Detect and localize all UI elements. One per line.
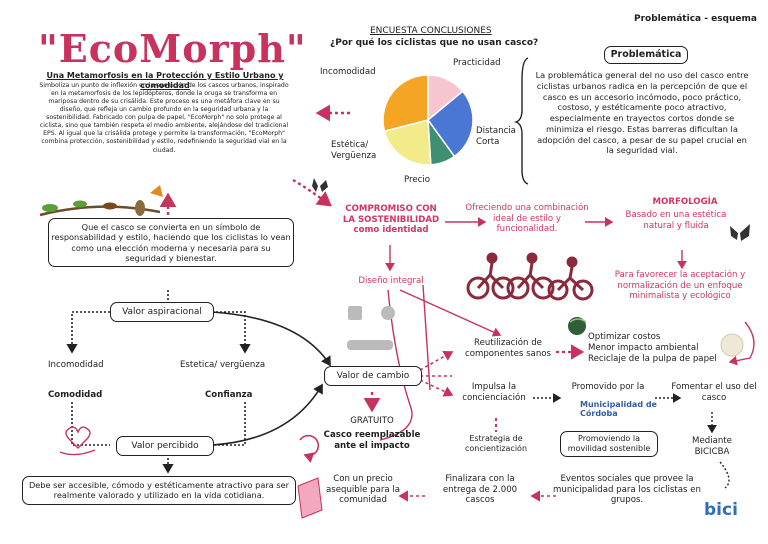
node-estetica: Estetica/ vergüenza <box>180 360 266 370</box>
butterfly-icon <box>312 178 328 192</box>
survey-title: ENCUESTA CONCLUSIONES <box>370 26 492 36</box>
cyclists-illustration <box>466 252 594 301</box>
problem-title: Problemática <box>604 46 688 64</box>
eventos-sociales: Eventos sociales que provee la municipal… <box>553 474 701 506</box>
problem-text: La problemática general del no uso del c… <box>535 70 749 156</box>
precio-asequible: Con un precio asequible para la comunida… <box>325 474 401 506</box>
symbol-box: Que el casco se convierta en un símbolo … <box>48 218 294 267</box>
brand-description: Simboliza un punto de inflexión en la ev… <box>39 82 289 154</box>
exchange-icon <box>347 306 395 350</box>
reutilizacion: Reutilización de componentes sanos <box>464 338 552 359</box>
heart-hand-icon <box>59 426 96 456</box>
ofreciendo-text: Ofreciendo una combinación ideal de esti… <box>465 203 589 235</box>
fomentar-uso: Fomentar el uso del casco <box>671 382 757 403</box>
morfologia-title: MORFOLOGÍA <box>652 197 718 207</box>
valor-cambio: Valor de cambio <box>324 366 422 386</box>
label-precio: Precio <box>404 175 431 185</box>
label-distancia: Distancia Corta <box>476 126 516 147</box>
valor-aspiracional: Valor aspiracional <box>110 302 214 322</box>
caterpillar-branch-icon <box>39 185 163 217</box>
valor-percibido: Valor percibido <box>116 436 214 456</box>
node-confianza: Confianza <box>205 390 253 400</box>
survey-question: ¿Por qué los ciclistas que no usan casco… <box>330 38 539 48</box>
price-tag-icon <box>297 477 323 519</box>
pie-slice-distancia-corta <box>426 90 474 158</box>
header-title: Problemática - esquema <box>634 14 757 24</box>
municipalidad-logo: Municipalidad de Córdoba <box>580 400 657 419</box>
eco-globe-icon <box>568 317 587 335</box>
diseno-integral: Diseño integral <box>358 276 424 286</box>
gratuito-label: GRATUITO <box>350 416 394 426</box>
promovido-por: Promovido por la <box>571 382 645 392</box>
mediante-bicicba: Mediante BICICBA <box>692 436 732 457</box>
optimizar-costos: Optimizar costos Menor impacto ambiental… <box>588 332 717 365</box>
impulsa-concienciacion: Impulsa la concienciación <box>462 382 526 403</box>
compromiso-sostenibilidad: COMPROMISO CON LA SOSTENIBILIDAD como id… <box>342 204 440 236</box>
pulp-icon <box>720 333 744 357</box>
brand-subtitle: Una Metamorfosis en la Protección y Esti… <box>46 71 284 90</box>
label-practicidad: Practicidad <box>453 58 501 68</box>
survey-pie-chart <box>382 74 474 166</box>
node-incomodidad: Incomodidad <box>48 360 104 370</box>
label-estetica: Estética/ Vergüenza <box>331 140 377 161</box>
estrategia: Estrategia de concientización <box>464 434 528 453</box>
problem-bracket <box>513 57 529 185</box>
accesible-box: Debe ser accesible, cómodo y estéticamen… <box>22 476 296 505</box>
refresh-icon <box>299 434 320 463</box>
node-comodidad: Comodidad <box>48 390 103 400</box>
finalizara-entrega: Finalizara con la entrega de 2.000 casco… <box>442 474 518 506</box>
pie-slice-incomodidad <box>382 74 429 133</box>
bici-logo: bici <box>704 500 738 520</box>
brand-title: "EcoMorph" <box>38 26 307 71</box>
favorecer-text: Para favorecer la aceptación y normaliza… <box>614 270 746 302</box>
promoviendo-movilidad: Promoviendo la movilidad sostenible <box>560 431 658 457</box>
butterfly-right-icon <box>730 224 750 241</box>
label-incomodidad: Incomodidad <box>320 67 376 77</box>
morfologia-text: Basado en una estética natural y fluida <box>625 210 727 231</box>
pie-slice-est-tica-verg-enza <box>383 119 432 166</box>
casco-reemplazable: Casco reemplazable ante el impacto <box>323 430 421 451</box>
